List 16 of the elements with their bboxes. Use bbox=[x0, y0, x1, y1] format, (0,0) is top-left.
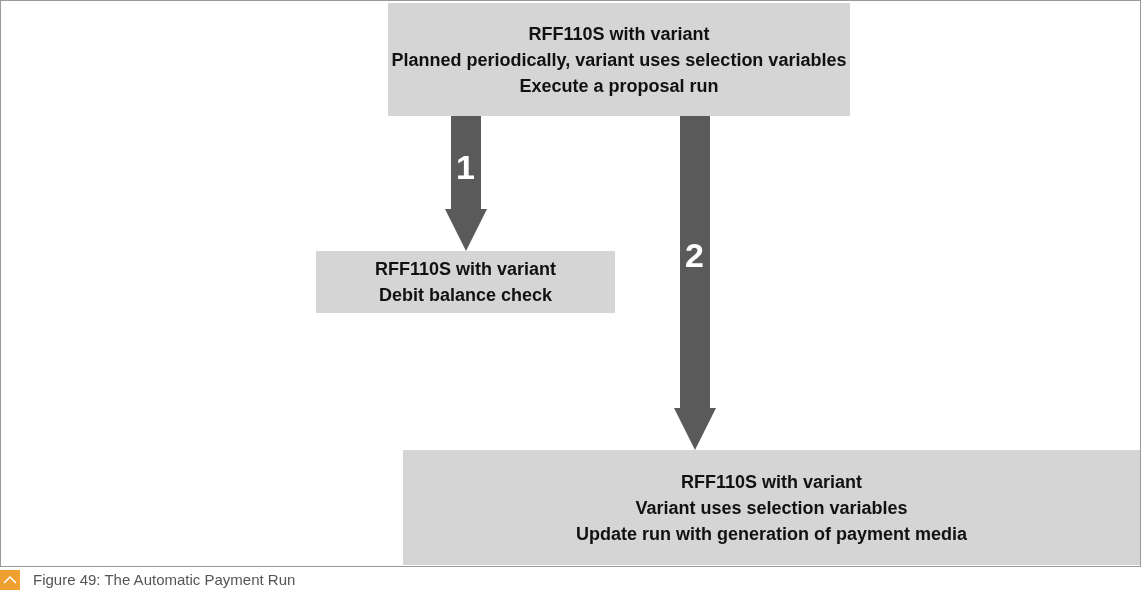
block-arrow bbox=[674, 116, 716, 450]
process-box bbox=[316, 251, 615, 313]
block-arrow bbox=[445, 116, 487, 251]
step-number: 1 bbox=[456, 150, 475, 184]
box-text: Variant uses selection variables bbox=[635, 496, 908, 520]
box-text: Update run with generation of payment media bbox=[575, 522, 967, 546]
box-text: Execute a proposal run bbox=[519, 74, 719, 98]
box-text: RFF110S with variant bbox=[528, 22, 710, 46]
process-box bbox=[403, 450, 1140, 565]
box-text: RFF110S with variant bbox=[680, 470, 863, 494]
step-number: 2 bbox=[685, 238, 704, 272]
box-text: Debit balance check bbox=[378, 284, 553, 307]
box-text: Planned periodically, variant uses selection variables bbox=[391, 48, 847, 72]
process-box bbox=[388, 3, 850, 116]
box-text: RFF110S with variant bbox=[374, 258, 557, 281]
figure-caption: Figure 49: The Automatic Payment Run bbox=[33, 570, 296, 590]
